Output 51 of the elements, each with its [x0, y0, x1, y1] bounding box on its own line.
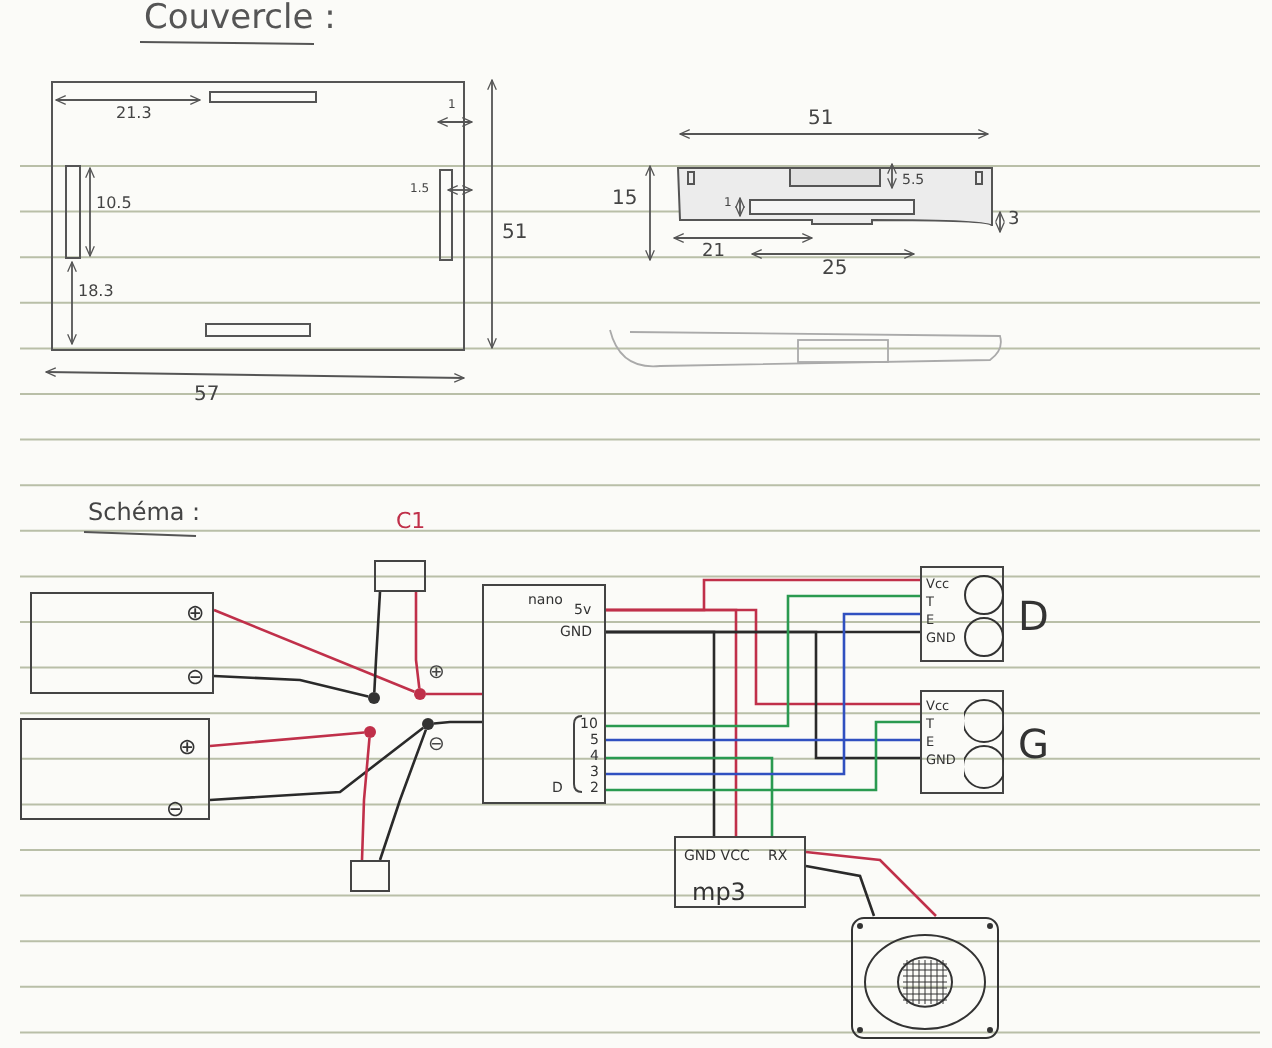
wire: [805, 864, 876, 917]
polarity-sign: ⊕: [428, 664, 445, 684]
dimension-value: 51: [502, 224, 528, 244]
section-heading: Schéma :: [88, 500, 201, 524]
battery-box: [20, 718, 210, 820]
dimension-value: 15: [612, 190, 638, 210]
wire: [606, 630, 716, 836]
board-box: [482, 584, 606, 804]
junction-dot: [368, 692, 380, 704]
wire: [213, 674, 369, 698]
wire: [805, 850, 937, 917]
wire: [606, 608, 738, 836]
junction-dot: [422, 718, 434, 730]
dimension-value: 51: [808, 110, 834, 130]
title: Couvercle :: [144, 2, 336, 36]
dimension-value: 57: [194, 386, 220, 406]
dimension-value: 25: [822, 260, 848, 280]
wire: [606, 612, 920, 776]
module-letter: D: [1018, 596, 1049, 636]
dimension-value: 21.3: [116, 106, 152, 122]
polarity-sign: ⊖: [166, 798, 185, 820]
polarity-sign: ⊖: [428, 736, 445, 756]
wire: [209, 726, 425, 802]
wire: [209, 731, 365, 748]
wire: [426, 692, 482, 696]
speaker-drawing: [850, 916, 1000, 1040]
dimension-value: 18.3: [78, 284, 114, 300]
module-name: mp3: [692, 880, 746, 904]
dimension-value: 3: [1008, 212, 1020, 230]
battery-box: [30, 592, 214, 694]
wire: [414, 592, 421, 689]
wire: [433, 720, 482, 725]
junction-dot: [414, 688, 426, 700]
dimension-value: 10.5: [96, 196, 132, 212]
wire: [378, 729, 428, 861]
polarity-sign: ⊖: [186, 666, 205, 688]
dimension-value: 21: [702, 244, 725, 262]
polarity-sign: ⊕: [186, 602, 205, 624]
wire: [606, 756, 774, 836]
wire: [373, 591, 382, 693]
wire: [606, 720, 920, 792]
switch-label: C1: [396, 510, 426, 532]
wire: [606, 738, 920, 742]
switch-box: [350, 860, 390, 892]
wire: [213, 608, 415, 693]
wire: [360, 737, 371, 861]
wire: [606, 594, 920, 728]
junction-dot: [364, 726, 376, 738]
module-box: [674, 836, 806, 908]
polarity-sign: ⊕: [178, 736, 197, 758]
module-letter: G: [1018, 724, 1049, 764]
